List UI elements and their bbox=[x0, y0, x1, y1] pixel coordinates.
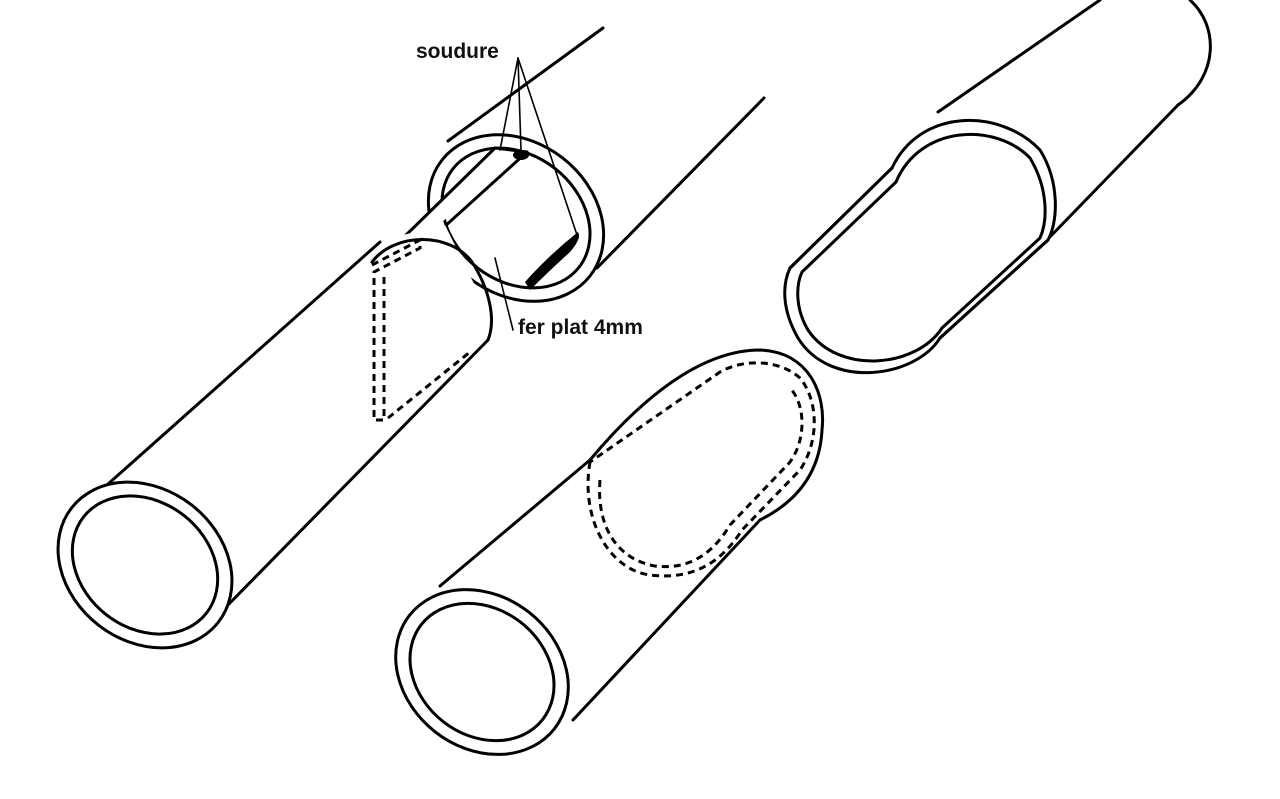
weld-leader-lines bbox=[499, 57, 579, 239]
right-upper-tube bbox=[783, 0, 1212, 374]
left-assembly: soudure fer plat 4mm bbox=[56, 26, 766, 650]
front-tube bbox=[56, 225, 493, 650]
flat-bar-label: fer plat 4mm bbox=[518, 316, 643, 339]
weld-beads bbox=[513, 150, 579, 290]
weld-label: soudure bbox=[416, 40, 499, 63]
right-lower-tube bbox=[394, 348, 825, 756]
